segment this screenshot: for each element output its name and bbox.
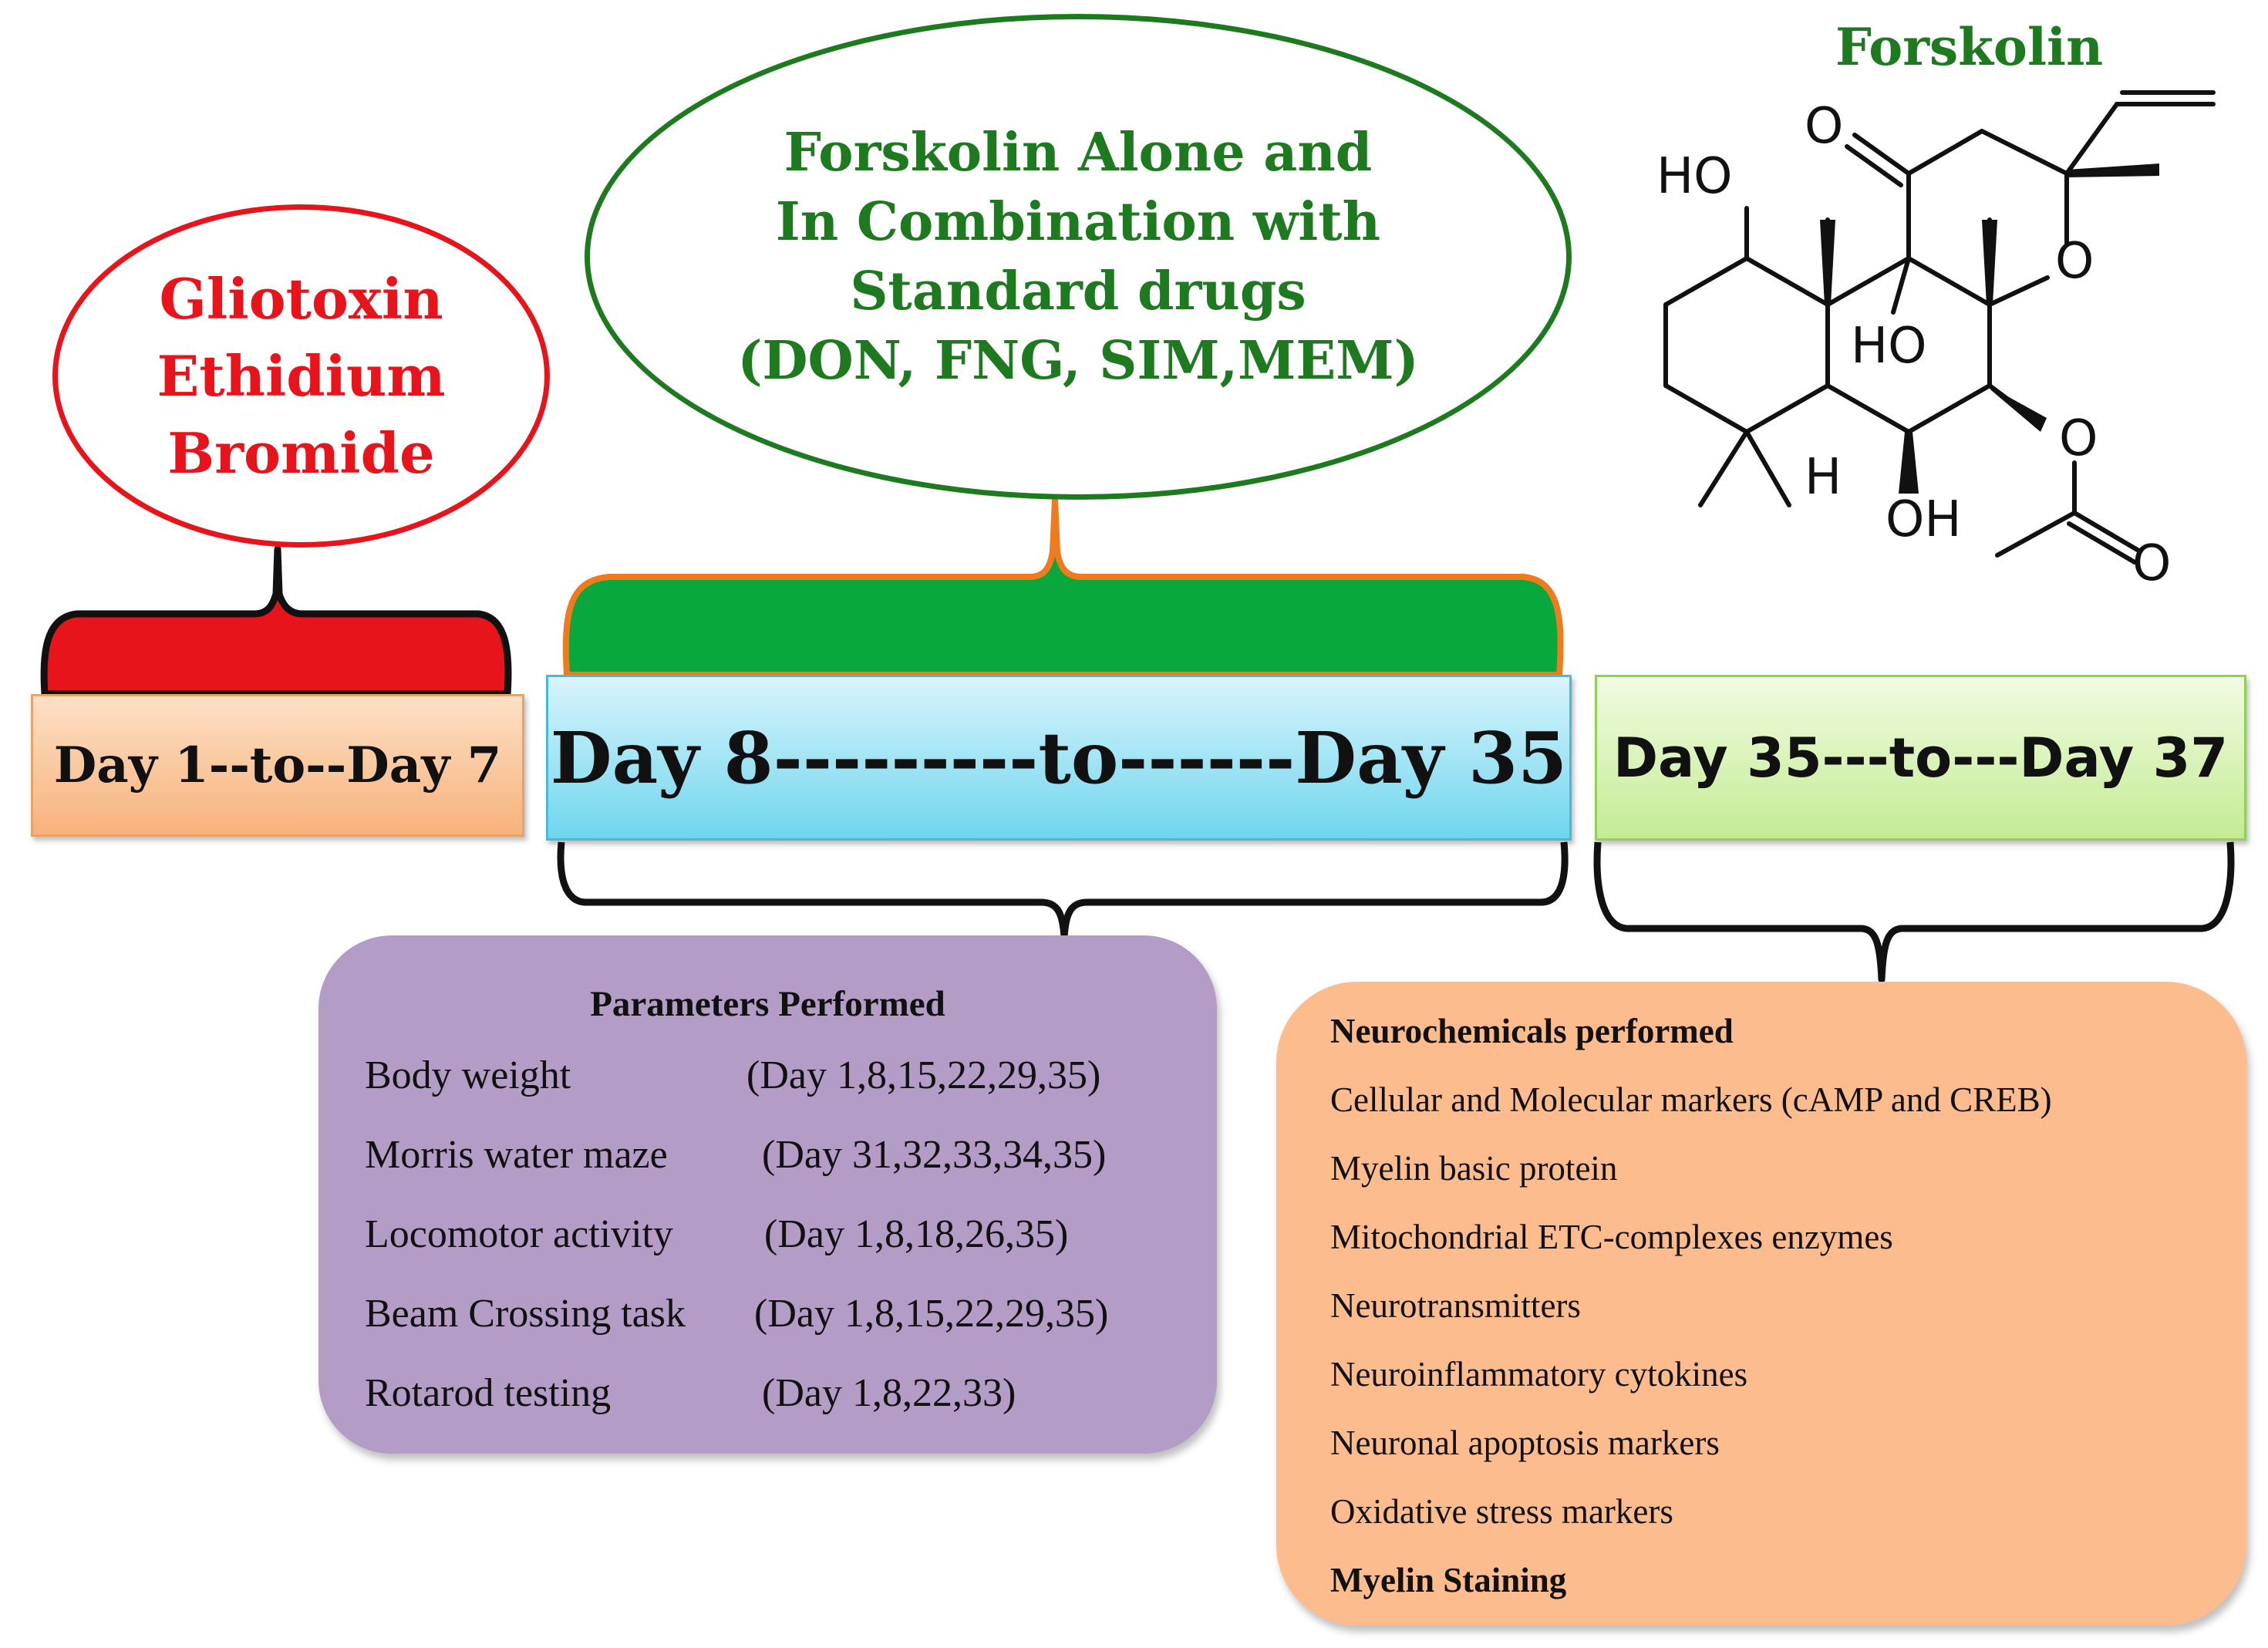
induction-agent-1: Gliotoxin xyxy=(159,265,443,332)
phase3-bottom-bracket xyxy=(1593,841,2235,983)
day-box-phase1: Day 1--to--Day 7 xyxy=(31,694,524,837)
parameter-name: Rotarod testing xyxy=(365,1371,612,1415)
neurochemical-item: Oxidative stress markers xyxy=(1330,1492,1673,1531)
parameter-days: (Day 1,8,18,26,35) xyxy=(764,1212,1069,1256)
parameter-name: Beam Crossing task xyxy=(365,1292,686,1336)
day-box-phase2: Day 8---------to------Day 35 xyxy=(546,675,1572,841)
induction-agents-ellipse: Gliotoxin Ethidium Bromide xyxy=(52,204,550,548)
neurochemical-item: Myelin basic protein xyxy=(1330,1149,1618,1188)
neurochemicals-title: Neurochemicals performed xyxy=(1330,1012,1734,1050)
parameter-name: Body weight xyxy=(365,1053,571,1097)
neurochemicals-panel: Neurochemicals performed Cellular and Mo… xyxy=(1276,982,2246,1626)
parameter-days: (Day 1,8,15,22,29,35) xyxy=(746,1053,1101,1097)
neurochemical-item: Neuroinflammatory cytokines xyxy=(1330,1355,1748,1394)
neurochemical-item: Mitochondrial ETC-complexes enzymes xyxy=(1330,1218,1893,1256)
atom-o-ketone: O xyxy=(1805,98,1843,155)
forskolin-title: Forskolin xyxy=(1835,17,2104,77)
phase2-bracket xyxy=(562,497,1564,678)
parameter-days: (Day 1,8,22,33) xyxy=(762,1371,1016,1415)
parameter-name: Locomotor activity xyxy=(365,1212,674,1256)
myelin-staining-label: Myelin Staining xyxy=(1330,1561,1567,1599)
phase2-bottom-bracket xyxy=(557,841,1569,941)
parameter-days: (Day 31,32,33,34,35) xyxy=(762,1133,1107,1177)
atom-ho-top: HO xyxy=(1656,148,1733,205)
atom-ho-mid: HO xyxy=(1851,318,1927,375)
phase1-bracket xyxy=(40,545,512,698)
parameters-title: Parameters Performed xyxy=(590,984,945,1024)
neurochemical-item: Cellular and Molecular markers (cAMP and… xyxy=(1330,1080,2052,1119)
treatment-line-3: Standard drugs xyxy=(850,261,1306,322)
forskolin-wedges xyxy=(1820,163,2159,494)
parameter-days: (Day 1,8,15,22,29,35) xyxy=(754,1292,1109,1336)
treatment-ellipse: Forskolin Alone and In Combination with … xyxy=(585,14,1572,500)
forskolin-structure xyxy=(1663,90,2216,564)
atom-h: H xyxy=(1805,449,1842,506)
atom-o-ring: O xyxy=(2055,233,2094,290)
induction-agent-2: Ethidium xyxy=(157,342,446,409)
parameter-name: Morris water maze xyxy=(365,1133,668,1177)
neurochemical-item: Neuronal apoptosis markers xyxy=(1330,1424,1720,1462)
atom-oh: OH xyxy=(1886,491,1962,548)
day-box-phase3: Day 35---to---Day 37 xyxy=(1595,675,2246,841)
neurochemical-item: Neurotransmitters xyxy=(1330,1286,1581,1325)
treatment-line-4: (DON, FNG, SIM,MEM) xyxy=(737,330,1419,392)
induction-agent-3: Bromide xyxy=(167,420,435,486)
atom-o-carbonyl: O xyxy=(2132,535,2171,592)
parameters-panel: Parameters Performed Body weight (Day 1,… xyxy=(318,935,1217,1454)
treatment-line-1: Forskolin Alone and xyxy=(784,122,1373,184)
atom-o-ester: O xyxy=(2059,410,2098,467)
treatment-line-2: In Combination with xyxy=(775,191,1381,253)
